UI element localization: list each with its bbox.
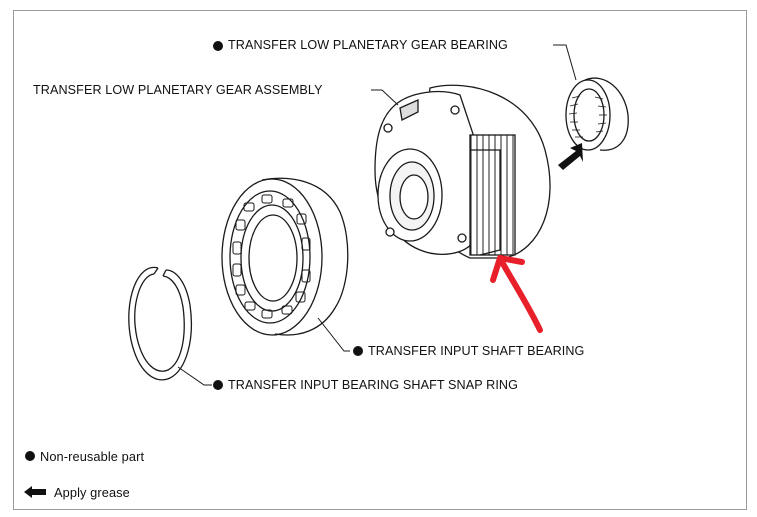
snap-ring-part <box>128 266 193 381</box>
legend-non-reusable: Non-reusable part <box>40 449 145 464</box>
grease-arrow-icon <box>558 143 583 170</box>
leader-lines <box>177 44 577 386</box>
red-annotation-arrow <box>490 255 543 333</box>
legend-apply-grease: Apply grease <box>54 485 130 500</box>
non-reusable-markers <box>25 41 363 461</box>
input-shaft-bearing-part <box>221 177 349 336</box>
legend-grease-arrow-icon <box>24 486 46 498</box>
needle-bearing-part <box>565 77 629 151</box>
diagram-frame <box>13 10 747 510</box>
label-snap-ring: TRANSFER INPUT BEARING SHAFT SNAP RING <box>228 378 519 392</box>
label-low-planetary-gear-assembly: TRANSFER LOW PLANETARY GEAR ASSEMBLY <box>33 83 323 97</box>
planetary-gear-assembly-part <box>374 84 551 259</box>
label-low-planetary-gear-bearing: TRANSFER LOW PLANETARY GEAR BEARING <box>228 38 508 52</box>
label-input-shaft-bearing: TRANSFER INPUT SHAFT BEARING <box>368 344 585 358</box>
